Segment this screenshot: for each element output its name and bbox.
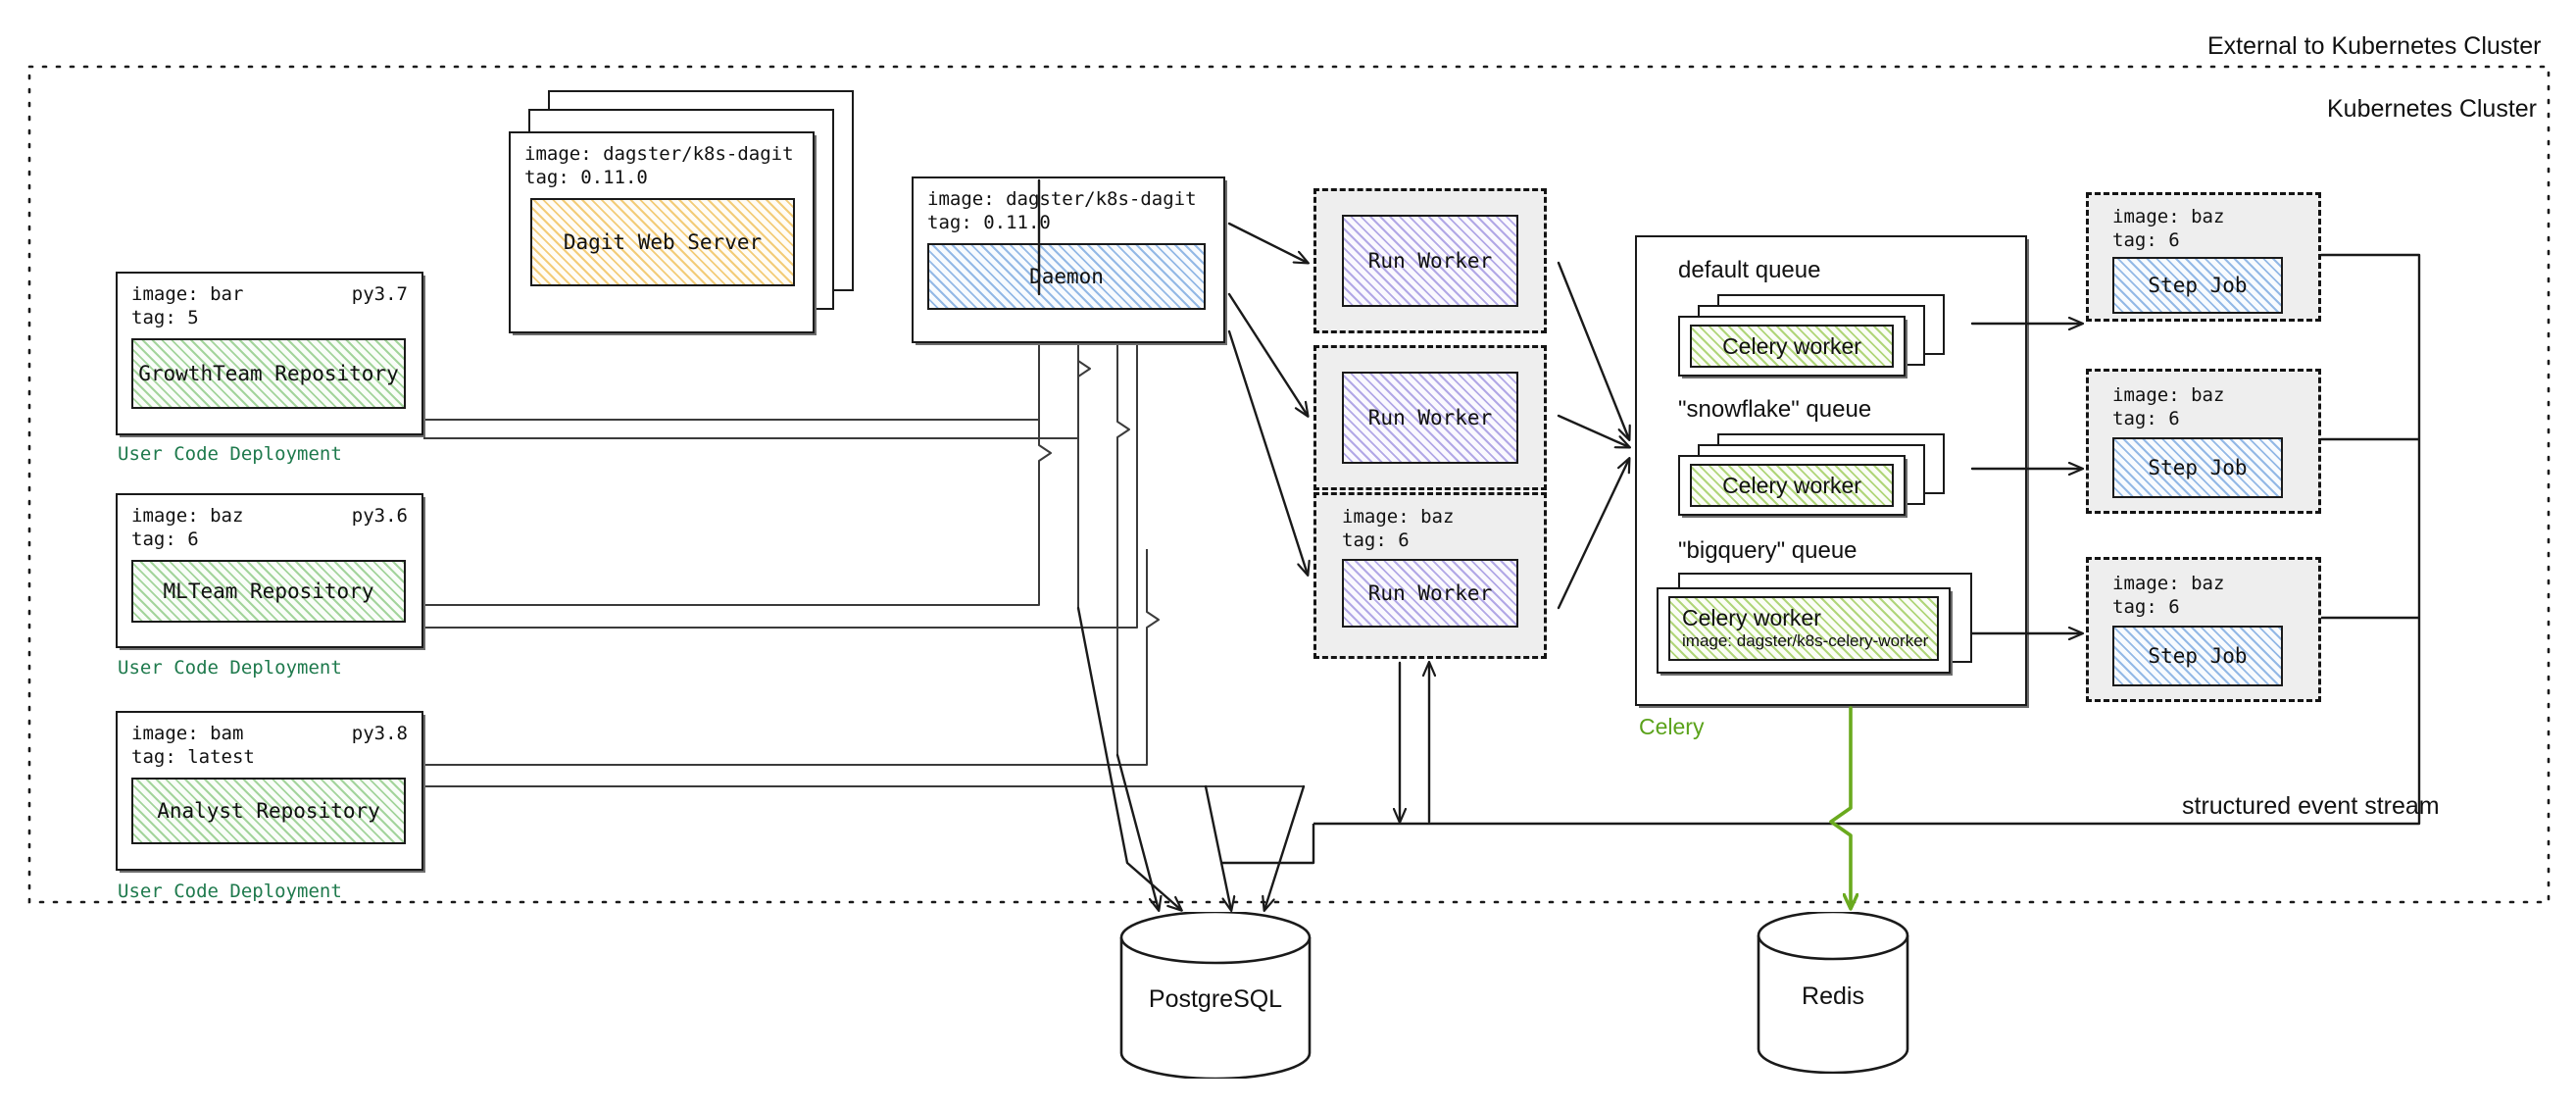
database-label: PostgreSQL bbox=[1148, 985, 1283, 1013]
arrow-run-worker-1-to-celery bbox=[1557, 261, 1629, 439]
deployment-meta: image: baz py3.6 bbox=[118, 495, 421, 528]
deployment-tag: tag: 5 bbox=[131, 307, 199, 329]
daemon-image: image: dagster/k8s-dagit bbox=[927, 188, 1197, 210]
step-job-pod-2[interactable]: image: baz tag: 6 Step Job bbox=[2086, 369, 2321, 514]
celery-worker-card-bigquery[interactable]: Celery worker image: dagster/k8s-celery-… bbox=[1657, 587, 1951, 674]
deployment-image: image: baz bbox=[131, 505, 244, 527]
user-code-deployment-mlteam[interactable]: image: baz py3.6 tag: 6 MLTeam Repository bbox=[116, 493, 423, 648]
celery-caption: Celery bbox=[1639, 714, 1705, 739]
celery-worker-stack-snowflake[interactable]: Celery worker bbox=[1678, 433, 1972, 524]
database-redis[interactable]: Redis bbox=[1755, 910, 1911, 1075]
daemon-tag: tag: 0.11.0 bbox=[927, 212, 1051, 234]
external-cluster-label: External to Kubernetes Cluster bbox=[2207, 32, 2542, 60]
daemon-card[interactable]: image: dagster/k8s-dagit tag: 0.11.0 Dae… bbox=[912, 176, 1225, 343]
celery-worker-box-bigquery[interactable]: Celery worker image: dagster/k8s-celery-… bbox=[1668, 596, 1939, 661]
daemon-box[interactable]: Daemon bbox=[927, 242, 1206, 310]
deployment-python-version: py3.8 bbox=[351, 723, 408, 744]
arrow-run-worker-2-to-celery bbox=[1557, 414, 1629, 447]
celery-worker-box-snowflake[interactable]: Celery worker bbox=[1690, 464, 1894, 507]
arrow-bus-to-postgres bbox=[1264, 784, 1306, 910]
arrow-daemon-to-run-worker-2 bbox=[1227, 292, 1308, 416]
deployment-python-version: py3.7 bbox=[351, 283, 408, 305]
celery-worker-box-default[interactable]: Celery worker bbox=[1690, 325, 1894, 368]
arrow-celery-to-redis bbox=[1829, 706, 1851, 908]
structured-event-stream-label: structured event stream bbox=[2182, 792, 2440, 820]
celery-worker-card-default[interactable]: Celery worker bbox=[1678, 316, 1906, 377]
user-code-deployment-analyst[interactable]: image: bam py3.8 tag: latest Analyst Repo… bbox=[116, 711, 423, 871]
dagit-tag: tag: 0.11.0 bbox=[524, 167, 648, 189]
celery-worker-stack-default[interactable]: Celery worker bbox=[1678, 294, 1972, 384]
arrow-dagit-to-postgres bbox=[1115, 753, 1159, 910]
deployment-tag: tag: 6 bbox=[131, 529, 199, 551]
dagit-web-server-box[interactable]: Dagit Web Server bbox=[530, 197, 795, 286]
deployment-meta: image: bar py3.7 bbox=[118, 274, 421, 306]
queue-title-snowflake: "snowflake" queue bbox=[1678, 396, 1872, 423]
step-job-tag-1: tag: 6 bbox=[2112, 229, 2180, 252]
step-job-pod-1[interactable]: image: baz tag: 6 Step Job bbox=[2086, 192, 2321, 322]
queue-title-default: default queue bbox=[1678, 257, 1821, 283]
celery-worker-card-snowflake[interactable]: Celery worker bbox=[1678, 455, 1906, 516]
arrow-run-worker-3-to-celery bbox=[1557, 459, 1629, 610]
run-worker-pod-3[interactable]: image: baz tag: 6 Run Worker bbox=[1313, 492, 1547, 659]
deployment-caption-mlteam: User Code Deployment bbox=[118, 657, 342, 679]
step-job-image-3: image: baz bbox=[2112, 573, 2225, 594]
database-label: Redis bbox=[1802, 982, 1864, 1010]
arrow-daemon-to-postgres bbox=[1204, 784, 1231, 910]
repository-box-growthteam[interactable]: GrowthTeam Repository bbox=[131, 337, 406, 409]
database-postgresql[interactable]: PostgreSQL bbox=[1117, 910, 1313, 1081]
kubernetes-cluster-label: Kubernetes Cluster bbox=[2327, 95, 2538, 123]
step-job-box-3[interactable]: Step Job bbox=[2112, 625, 2283, 686]
step-job-tag-2: tag: 6 bbox=[2112, 408, 2180, 430]
run-worker-box-1[interactable]: Run Worker bbox=[1342, 215, 1518, 307]
deployment-tag: tag: latest bbox=[131, 746, 255, 769]
step-job-tag-3: tag: 6 bbox=[2112, 596, 2180, 619]
step-job-box-2[interactable]: Step Job bbox=[2112, 436, 2283, 498]
step-job-pod-3[interactable]: image: baz tag: 6 Step Job bbox=[2086, 557, 2321, 702]
deployment-caption-analyst: User Code Deployment bbox=[118, 881, 342, 902]
celery-worker-image: image: dagster/k8s-celery-worker bbox=[1682, 631, 1929, 651]
deployment-image: image: bar bbox=[131, 283, 244, 305]
run-worker-image-3: image: baz bbox=[1342, 506, 1455, 528]
step-job-box-1[interactable]: Step Job bbox=[2112, 256, 2283, 314]
run-worker-pod-1[interactable]: Run Worker bbox=[1313, 188, 1547, 333]
deployment-python-version: py3.6 bbox=[351, 505, 408, 527]
arrow-daemon-to-run-worker-3 bbox=[1227, 329, 1308, 575]
run-worker-tag-3: tag: 6 bbox=[1342, 529, 1410, 552]
deployment-meta: image: bam py3.8 bbox=[118, 713, 421, 745]
celery-worker-stack-bigquery[interactable]: Celery worker image: dagster/k8s-celery-… bbox=[1657, 573, 1980, 680]
cylinder-shape bbox=[1119, 910, 1312, 1081]
dagit-web-server-card[interactable]: image: dagster/k8s-dagit tag: 0.11.0 Dag… bbox=[509, 131, 815, 333]
arrow-usercode-to-postgres bbox=[1076, 606, 1181, 910]
cylinder-shape bbox=[1757, 910, 1909, 1075]
queue-title-bigquery: "bigquery" queue bbox=[1678, 537, 1858, 564]
user-code-deployment-growthteam[interactable]: image: bar py3.7 tag: 5 GrowthTeam Reposi… bbox=[116, 272, 423, 435]
step-job-image-2: image: baz bbox=[2112, 384, 2225, 406]
run-worker-box-2[interactable]: Run Worker bbox=[1342, 372, 1518, 464]
repository-box-analyst[interactable]: Analyst Repository bbox=[131, 777, 406, 844]
run-worker-pod-2[interactable]: Run Worker bbox=[1313, 345, 1547, 490]
dagit-image: image: dagster/k8s-dagit bbox=[524, 143, 794, 165]
arrow-daemon-to-run-worker-1 bbox=[1227, 222, 1308, 263]
step-job-image-1: image: baz bbox=[2112, 206, 2225, 227]
deployment-image: image: bam bbox=[131, 723, 244, 744]
celery-worker-title: Celery worker bbox=[1682, 604, 1821, 630]
dagit-web-server-stack[interactable]: image: dagster/k8s-dagit tag: 0.11.0 Dag… bbox=[509, 90, 862, 345]
deployment-caption-growthteam: User Code Deployment bbox=[118, 443, 342, 465]
repository-box-mlteam[interactable]: MLTeam Repository bbox=[131, 559, 406, 623]
run-worker-box-3[interactable]: Run Worker bbox=[1342, 558, 1518, 628]
